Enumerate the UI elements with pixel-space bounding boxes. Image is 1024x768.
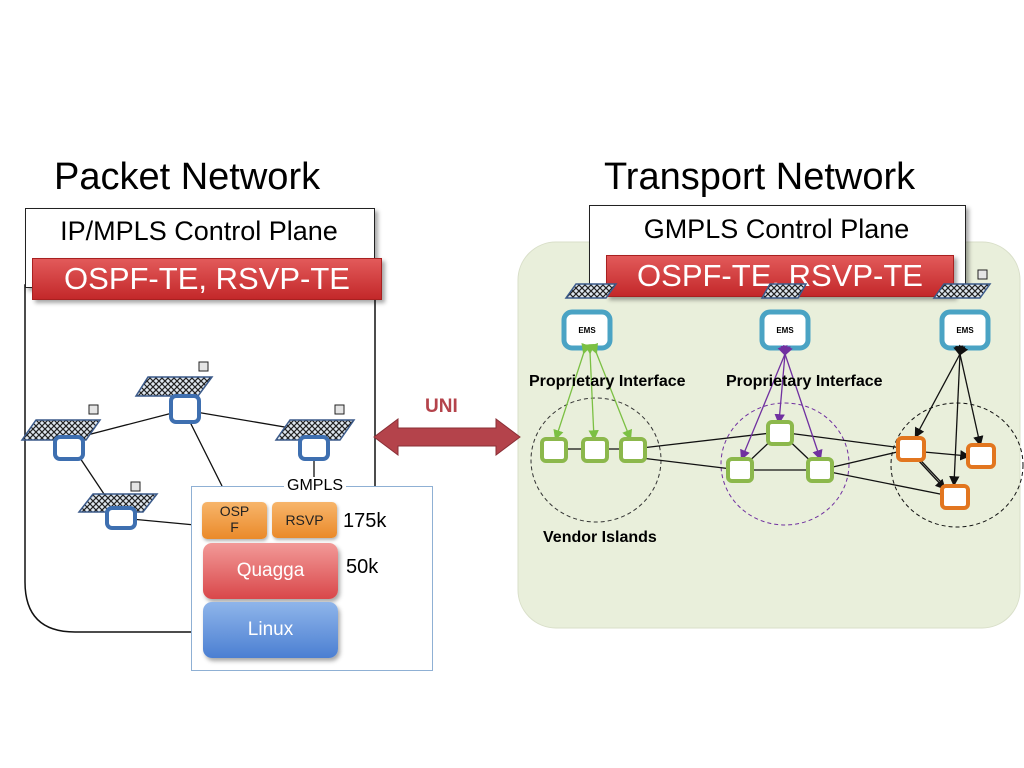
packet-router-right (274, 404, 356, 461)
packet-control-plane-label: IP/MPLS Control Plane (60, 216, 338, 246)
packet-router-top (134, 361, 214, 424)
transport-protocols-bar: OSPF-TE, RSVP-TE (606, 255, 954, 297)
transport-mesh-tiles (564, 269, 992, 299)
rsvp-box: RSVP (272, 502, 337, 538)
uni-arrow (373, 418, 521, 456)
packet-router-bottom (77, 481, 159, 530)
packet-network-title: Packet Network (54, 156, 321, 198)
purple-arrows (740, 344, 823, 461)
green-switches (540, 420, 834, 483)
transport-network-title: Transport Network (604, 156, 916, 198)
ems-boxes: EMS EMS EMS (561, 309, 991, 351)
ospf-box: OSP F (202, 502, 267, 539)
green-arrows (553, 342, 632, 441)
vendor-islands-label: Vendor Islands (543, 529, 657, 546)
orange-switches (896, 436, 996, 510)
ems-label-2: EMS (776, 326, 794, 335)
quagga-loc: 50k (346, 556, 379, 578)
ems-label-1: EMS (578, 326, 596, 335)
gmpls-stack-title: GMPLS (284, 477, 347, 495)
proprietary-interface-label-2: Proprietary Interface (726, 373, 883, 390)
black-arrows (914, 344, 984, 490)
linux-box: Linux (203, 602, 338, 658)
quagga-box: Quagga (203, 543, 338, 599)
packet-protocols-bar: OSPF-TE, RSVP-TE (32, 258, 382, 300)
rsvp-loc: 175k (343, 510, 387, 532)
proprietary-interface-label-1: Proprietary Interface (529, 373, 686, 390)
packet-router-left (20, 404, 102, 461)
ems-label-3: EMS (956, 326, 974, 335)
uni-label: UNI (425, 396, 458, 417)
transport-control-plane-label: GMPLS Control Plane (643, 214, 910, 244)
